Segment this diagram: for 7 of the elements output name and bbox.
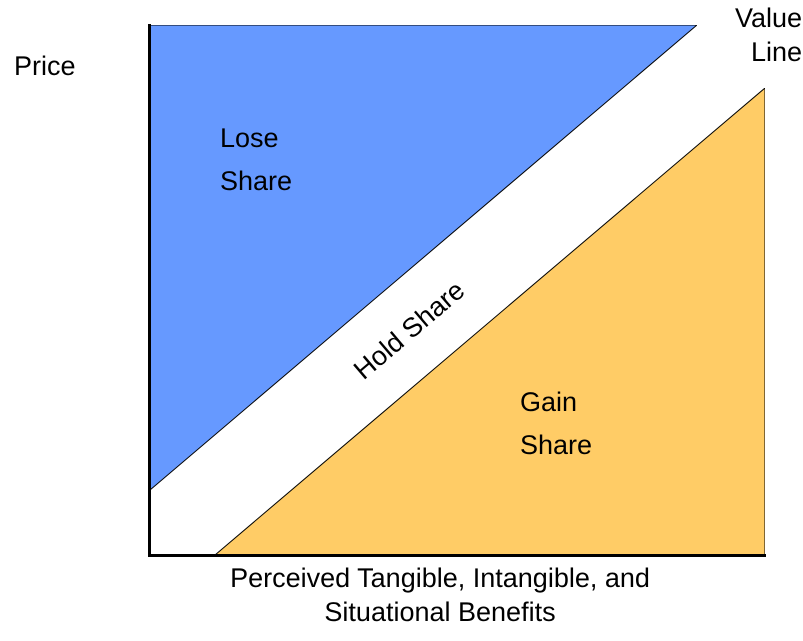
lose-share-region: [150, 25, 697, 490]
y-axis-label: Price: [14, 50, 77, 83]
gain-share-region: [215, 88, 765, 555]
x-axis-label: Perceived Tangible, Intangible, and Situational Benefits: [229, 562, 651, 629]
region-label: Gain Share: [520, 386, 594, 462]
value-line-label: Value Line: [734, 2, 802, 69]
region-label: Lose Share: [220, 122, 294, 198]
